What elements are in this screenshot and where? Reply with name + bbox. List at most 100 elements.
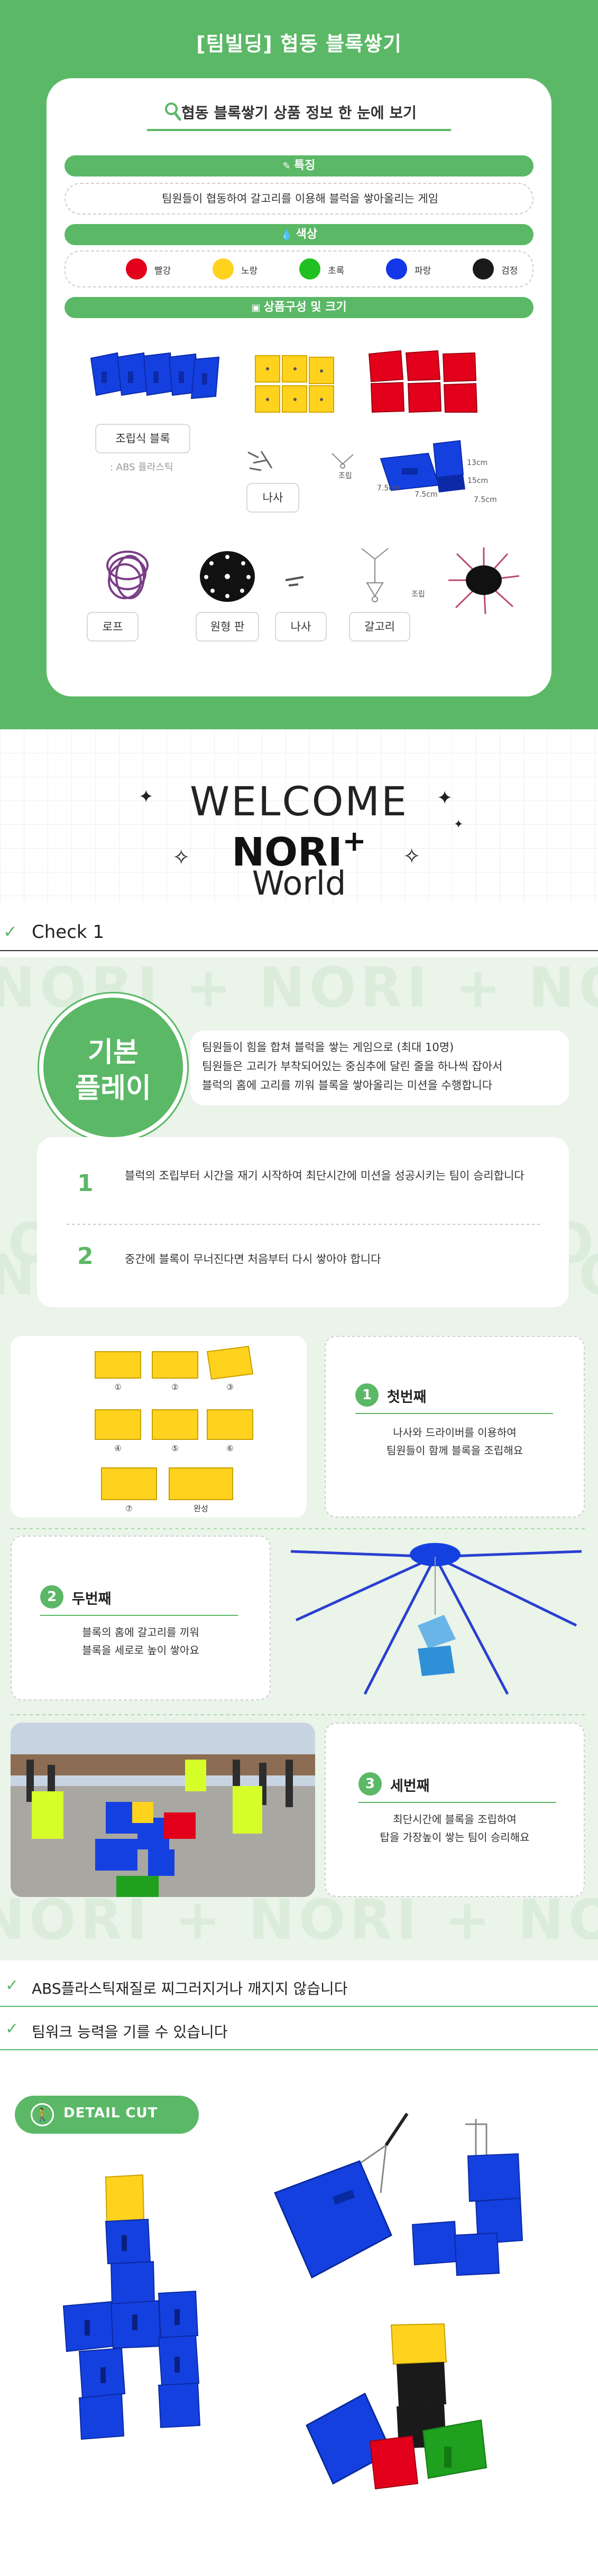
- assembly-step-label: ②: [171, 1382, 178, 1392]
- detail-cut-badge: 🚶 DETAIL CUT: [15, 2096, 199, 2134]
- brand-plus: +: [342, 824, 366, 858]
- assembly-steps-image: ① ② ③ ④ ⑤ ⑥ ⑦ 완성: [11, 1336, 307, 1518]
- screw-image: [285, 576, 304, 587]
- feature-text: ABS플라스틱재질로 찌그러지거나 깨지지 않습니다: [32, 1980, 348, 1997]
- dimension-label: 13cm: [467, 459, 488, 467]
- red-block-parts-image: [368, 350, 478, 413]
- step-number: 3: [358, 1772, 382, 1796]
- color-name: 검정: [501, 266, 518, 276]
- assembly-step-label: 완성: [194, 1504, 208, 1513]
- rule-number: 1: [77, 1170, 94, 1197]
- title-underline: [147, 129, 451, 131]
- brand-text: NORI: [232, 830, 343, 875]
- color-swatch: [473, 258, 494, 280]
- check-label: Check 1: [32, 922, 105, 943]
- blue-block-parts-image: [90, 352, 220, 399]
- step-description: 블록의 홈에 갈고리를 끼워 블록을 세로로 높이 쌓아요: [12, 1623, 270, 1659]
- stacking-with-hook-image: [286, 1536, 585, 1700]
- basic-play-badge: 기본 플레이: [39, 993, 187, 1141]
- box-icon: ▣: [251, 302, 264, 313]
- feature-text: 팀원들이 협동하여 갈고리를 이용해 블럭을 쌓아올리는 게임: [161, 192, 439, 205]
- dimension-label: 7.5cm: [474, 496, 497, 504]
- step-title: 두번째: [72, 1591, 112, 1607]
- page-title: [팀빌딩] 협동 블록쌓기: [196, 32, 402, 55]
- assembly-step-label: ⑤: [171, 1444, 178, 1453]
- feature-item: ✓ ABS플라스틱재질로 찌그러지거나 깨지지 않습니다: [0, 1966, 598, 2008]
- feature-header: ✎ 특징: [65, 155, 533, 176]
- step-description-line: 팀원들이 함께 블록을 조립해요: [386, 1444, 523, 1457]
- rope-label: 로프: [87, 612, 139, 641]
- hook-label: 갈고리: [349, 612, 410, 641]
- assembled-block-dimensions-image: [380, 440, 465, 492]
- yellow-block-parts-image: [255, 355, 334, 413]
- screws-image: [247, 451, 273, 471]
- drop-icon: 💧: [280, 229, 296, 240]
- basic-play-title: 기본 플레이: [43, 1035, 183, 1106]
- wrench-icon: ✎: [282, 161, 294, 172]
- rule-number: 2: [77, 1243, 94, 1270]
- info-card: 협동 블록쌓기 상품 정보 한 눈에 보기 ✎ 특징 팀원들이 협동하여 갈고리…: [47, 78, 551, 696]
- basic-play-description: 팀원들이 힘을 합쳐 블럭을 쌓는 게임으로 (최대 10명) 팀원들은 고리가…: [202, 1038, 567, 1095]
- step-number: 2: [40, 1585, 63, 1608]
- description-line: 팀원들이 힘을 합쳐 블럭을 쌓는 게임으로 (최대 10명): [202, 1041, 454, 1054]
- check-icon: ✓: [3, 922, 17, 942]
- screw-label: 나사: [246, 483, 299, 513]
- check-header: ✓ Check 1: [0, 910, 598, 952]
- composition-header: ▣ 상품구성 및 크기: [65, 297, 533, 318]
- dimension-label: 15cm: [467, 477, 489, 485]
- sparkle-icon: ✦: [139, 786, 154, 807]
- color-swatch: [126, 258, 147, 280]
- step-underline: [355, 1413, 553, 1414]
- color-blocks-photo: [306, 2323, 487, 2490]
- stacked-tower-photo: [62, 2174, 201, 2440]
- step-description-line: 탑을 가장높이 쌓는 팀이 승리해요: [380, 1831, 530, 1844]
- brand-subtitle: World: [252, 864, 346, 903]
- brand-name: NORI+: [0, 824, 598, 875]
- sparkle-icon: ✦: [454, 818, 464, 831]
- check-icon: ✓: [5, 2020, 19, 2038]
- sparkle-icon: ✦: [437, 787, 453, 809]
- divider: [0, 2049, 598, 2050]
- step-description-line: 블록을 세로로 높이 쌓아요: [82, 1644, 199, 1657]
- disk-label: 원형 판: [196, 612, 259, 641]
- check-icon: ✓: [5, 1976, 19, 1995]
- divider: [0, 950, 598, 951]
- color-label: 색상: [296, 228, 318, 241]
- rule-divider: [67, 1224, 542, 1225]
- basic-play-description-card: 팀원들이 힘을 합쳐 블럭을 쌓는 게임으로 (최대 10명) 팀원들은 고리가…: [190, 1030, 569, 1105]
- step-card-3: 3 세번째 최단시간에 블록을 조립하여 탑을 가장높이 쌓는 팀이 승리해요: [325, 1723, 585, 1897]
- basic-play-title-line: 플레이: [75, 1073, 151, 1104]
- info-title: 협동 블록쌓기 상품 정보 한 눈에 보기: [181, 104, 417, 122]
- composition-label: 상품구성 및 크기: [263, 301, 347, 314]
- section-divider: [11, 1714, 587, 1715]
- dimension-label: 7.5cm: [377, 484, 400, 492]
- color-name: 노랑: [241, 266, 258, 276]
- background-watermark: NORI + NORI + NORI +: [0, 1887, 598, 1952]
- divider: [0, 2006, 598, 2007]
- detail-cut-label: DETAIL CUT: [63, 2105, 158, 2121]
- rule-text: 블럭의 조립부터 시간을 재기 시작하여 최단시간에 미션을 성공시키는 팀이 …: [125, 1169, 525, 1182]
- assembly-step-label: ①: [114, 1382, 121, 1392]
- assembly-step-label: ⑥: [226, 1444, 233, 1453]
- magnifier-icon: [164, 101, 182, 124]
- block-material: : ABS 플라스틱: [110, 462, 173, 473]
- basic-play-title-line: 기본: [88, 1037, 139, 1068]
- step-underline: [40, 1615, 238, 1616]
- color-name: 빨강: [154, 266, 171, 276]
- feature-box: 팀원들이 협동하여 갈고리를 이용해 블럭을 쌓아올리는 게임: [65, 183, 533, 215]
- team-playing-photo: [11, 1723, 315, 1897]
- assembly-label: 조립: [338, 472, 352, 480]
- rules-card: 1 블럭의 조립부터 시간을 재기 시작하여 최단시간에 미션을 성공시키는 팀…: [37, 1137, 569, 1307]
- disk-image: [200, 551, 255, 602]
- welcome-section: ✦ ✧ ✦ ✦ ✧ WELCOME NORI+ World: [0, 729, 598, 904]
- walking-person-icon: 🚶: [31, 2103, 54, 2126]
- step-description: 최단시간에 블록을 조립하여 탑을 가장높이 쌓는 팀이 승리해요: [326, 1810, 584, 1846]
- section-divider: [11, 1528, 587, 1529]
- assembly-step-label: ③: [226, 1382, 233, 1392]
- step-card-2: 2 두번째 블록의 홈에 갈고리를 끼워 블록을 세로로 높이 쌓아요: [11, 1536, 271, 1700]
- step-title: 첫번째: [387, 1389, 427, 1406]
- color-swatch: [299, 258, 320, 280]
- color-swatch: [386, 258, 407, 280]
